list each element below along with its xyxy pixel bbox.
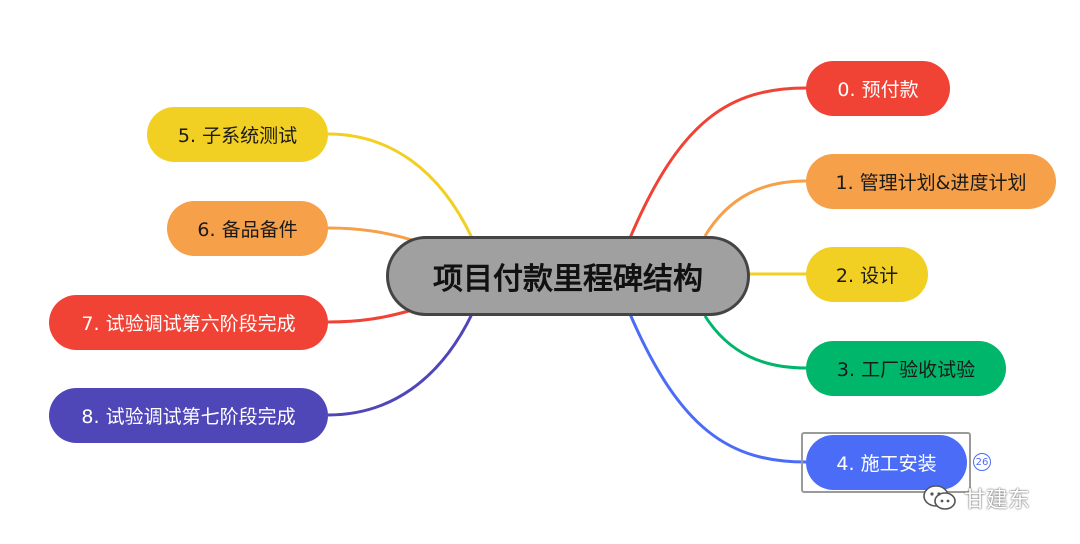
count-badge[interactable]: 26 — [973, 453, 991, 471]
link-3 — [703, 315, 807, 370]
link-7 — [327, 308, 413, 324]
watermark: 甘建东 — [922, 482, 1030, 514]
node-5-subsystem-test[interactable]: 5. 子系统测试 — [147, 107, 328, 162]
node-0-advance-payment[interactable]: 0. 预付款 — [806, 61, 950, 116]
node-4-construction-installation[interactable]: 4. 施工安装 — [806, 435, 967, 490]
link-0 — [628, 86, 807, 239]
node-3-factory-acceptance-test[interactable]: 3. 工厂验收试验 — [806, 341, 1006, 396]
selection-outline — [801, 432, 971, 493]
node-2-design[interactable]: 2. 设计 — [806, 247, 928, 302]
node-8-commissioning-phase-7[interactable]: 8. 试验调试第七阶段完成 — [49, 388, 328, 443]
node-7-commissioning-phase-6[interactable]: 7. 试验调试第六阶段完成 — [49, 295, 328, 350]
node-6-spare-parts[interactable]: 6. 备品备件 — [167, 201, 328, 256]
link-6 — [327, 226, 413, 242]
central-topic[interactable]: 项目付款里程碑结构 — [386, 236, 750, 316]
link-1 — [703, 179, 807, 237]
link-5 — [327, 132, 474, 239]
wechat-icon — [923, 485, 956, 510]
link-4 — [628, 313, 807, 464]
watermark-text: 甘建东 — [964, 488, 1031, 513]
node-1-management-plan[interactable]: 1. 管理计划&进度计划 — [806, 154, 1056, 209]
link-8 — [327, 313, 474, 417]
